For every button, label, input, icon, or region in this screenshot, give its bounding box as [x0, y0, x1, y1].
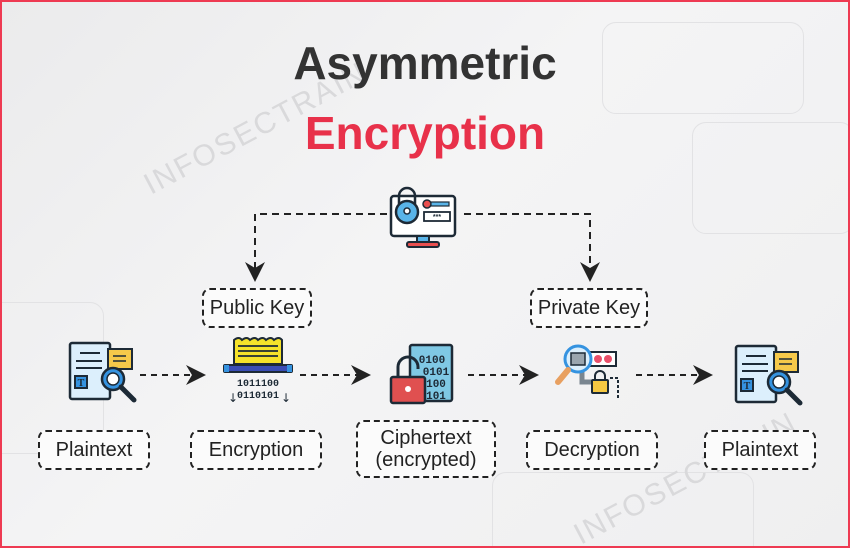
svg-text:T: T	[744, 381, 751, 392]
title-line1: Asymmetric	[293, 37, 557, 89]
svg-text:101: 101	[426, 391, 446, 403]
private-key-connector	[464, 213, 600, 282]
private-key-label: Private Key	[530, 288, 648, 328]
svg-text:↓: ↓	[281, 391, 291, 405]
encryption-label: Encryption	[190, 430, 322, 470]
svg-text:1011100: 1011100	[237, 379, 279, 390]
public-key-label: Public Key	[202, 288, 312, 328]
plaintext-output-label: Plaintext	[704, 430, 816, 470]
public-key-connector	[245, 213, 387, 282]
document-search-icon: T	[734, 344, 803, 406]
decryption-label: Decryption	[526, 430, 658, 470]
svg-text:↓: ↓	[228, 391, 238, 405]
svg-text:100: 100	[426, 379, 446, 391]
encryption-machine-icon: 1011100 0110101 ↓ ↓	[223, 337, 293, 405]
svg-text:***: ***	[433, 214, 441, 221]
document-search-icon: T	[68, 341, 137, 403]
background-decoration	[692, 122, 848, 234]
background-decoration	[602, 22, 804, 114]
ciphertext-label: Ciphertext (encrypted)	[356, 420, 496, 478]
ciphertext-label-line2: (encrypted)	[375, 449, 477, 471]
ciphertext-label-line1: Ciphertext	[380, 427, 472, 449]
plaintext-input-label: Plaintext	[38, 430, 150, 470]
decryption-magnifier-icon	[555, 344, 619, 400]
background-decoration	[492, 472, 754, 546]
svg-text:0110101: 0110101	[237, 391, 279, 402]
encrypted-file-lock-icon: 0100 0101 100 101	[389, 343, 454, 405]
computer-key-lock-icon: ***	[389, 186, 457, 248]
title-line2: Encryption	[304, 107, 546, 159]
svg-text:T: T	[78, 378, 85, 389]
svg-text:0100: 0100	[419, 355, 445, 367]
svg-text:0101: 0101	[423, 367, 450, 379]
